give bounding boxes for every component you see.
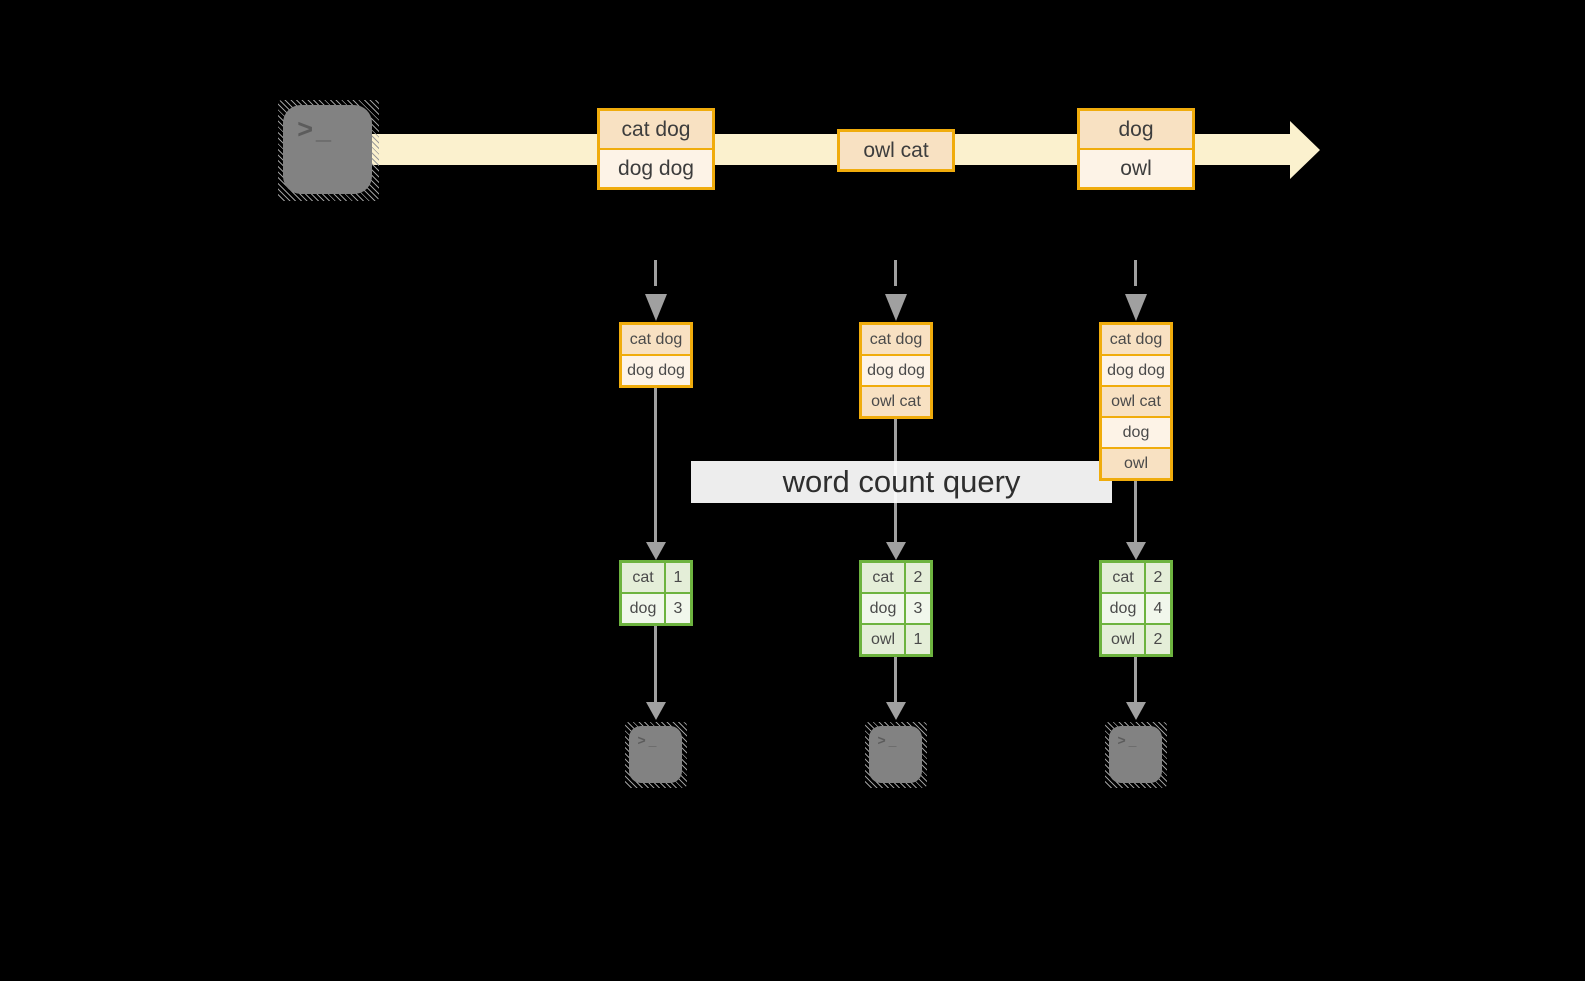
- count-value: 4: [1146, 594, 1170, 623]
- count-row: dog 3: [862, 594, 930, 623]
- count-word: dog: [862, 594, 904, 623]
- count-value: 1: [666, 563, 690, 592]
- buffer-row: dog dog: [862, 356, 930, 385]
- down-arrowhead-icon: [646, 542, 666, 560]
- count-word: owl: [862, 625, 904, 654]
- event-row: dog dog: [600, 150, 712, 187]
- down-arrowhead-icon: [645, 294, 667, 321]
- count-value: 1: [906, 625, 930, 654]
- event-buffer-1: cat dog dog dog: [619, 322, 693, 388]
- count-value: 2: [906, 563, 930, 592]
- prompt-cursor: _: [648, 731, 657, 748]
- buffer-row: cat dog: [622, 325, 690, 354]
- terminal-screen: >_: [283, 105, 372, 194]
- count-row: dog 4: [1102, 594, 1170, 623]
- down-arrowhead-icon: [886, 702, 906, 720]
- sink-terminal-icon-2: >_: [865, 722, 927, 788]
- word-count-query-label: word count query: [691, 461, 1112, 503]
- count-table-2: cat 2 dog 3 owl 1: [859, 560, 933, 657]
- terminal-screen: >_: [629, 726, 682, 783]
- event-row: owl: [1080, 150, 1192, 187]
- terminal-screen: >_: [1109, 726, 1162, 783]
- sink-terminal-icon-3: >_: [1105, 722, 1167, 788]
- buffer-row: dog dog: [622, 356, 690, 385]
- stream-event-box-1: cat dog dog dog: [597, 108, 715, 190]
- event-row: owl cat: [840, 132, 952, 169]
- count-value: 3: [666, 594, 690, 623]
- count-value: 3: [906, 594, 930, 623]
- count-word: dog: [1102, 594, 1144, 623]
- event-row: cat dog: [600, 111, 712, 148]
- count-row: dog 3: [622, 594, 690, 623]
- stream-event-box-2: owl cat: [837, 129, 955, 172]
- buffer-row: dog: [1102, 418, 1170, 447]
- down-arrowhead-icon: [1126, 702, 1146, 720]
- count-row: cat 2: [862, 563, 930, 592]
- arrow-line: [894, 657, 897, 702]
- count-word: cat: [862, 563, 904, 592]
- down-arrowhead-icon: [885, 294, 907, 321]
- buffer-row: owl: [1102, 449, 1170, 478]
- event-buffer-2: cat dog dog dog owl cat: [859, 322, 933, 419]
- count-word: cat: [622, 563, 664, 592]
- arrow-line: [1134, 657, 1137, 702]
- terminal-prompt-icon: >_: [1117, 732, 1136, 748]
- down-arrowhead-icon: [1125, 294, 1147, 321]
- terminal-prompt-icon: >_: [297, 114, 331, 145]
- down-arrowhead-icon: [886, 542, 906, 560]
- count-row: owl 1: [862, 625, 930, 654]
- prompt-cursor: _: [316, 113, 332, 144]
- event-row: dog: [1080, 111, 1192, 148]
- buffer-row: owl cat: [862, 387, 930, 416]
- count-word: owl: [1102, 625, 1144, 654]
- prompt-chevron: >: [297, 113, 314, 144]
- event-buffer-3: cat dog dog dog owl cat dog owl: [1099, 322, 1173, 481]
- arrow-line: [654, 388, 657, 542]
- count-value: 2: [1146, 563, 1170, 592]
- count-table-1: cat 1 dog 3: [619, 560, 693, 626]
- buffer-row: owl cat: [1102, 387, 1170, 416]
- buffer-row: cat dog: [862, 325, 930, 354]
- dashed-arrow-line: [654, 260, 657, 286]
- dashed-arrow-line: [894, 260, 897, 286]
- count-word: dog: [622, 594, 664, 623]
- arrow-line: [654, 626, 657, 702]
- source-terminal-icon: >_: [278, 100, 379, 201]
- count-row: cat 1: [622, 563, 690, 592]
- count-row: cat 2: [1102, 563, 1170, 592]
- terminal-prompt-icon: >_: [637, 732, 656, 748]
- buffer-row: dog dog: [1102, 356, 1170, 385]
- prompt-cursor: _: [888, 731, 897, 748]
- arrow-line: [1134, 480, 1137, 542]
- terminal-prompt-icon: >_: [877, 732, 896, 748]
- count-table-3: cat 2 dog 4 owl 2: [1099, 560, 1173, 657]
- prompt-chevron: >: [637, 731, 646, 748]
- count-value: 2: [1146, 625, 1170, 654]
- terminal-screen: >_: [869, 726, 922, 783]
- dashed-arrow-line: [1134, 260, 1137, 286]
- prompt-cursor: _: [1128, 731, 1137, 748]
- down-arrowhead-icon: [1126, 542, 1146, 560]
- count-word: cat: [1102, 563, 1144, 592]
- stream-event-box-3: dog owl: [1077, 108, 1195, 190]
- count-row: owl 2: [1102, 625, 1170, 654]
- down-arrowhead-icon: [646, 702, 666, 720]
- prompt-chevron: >: [1117, 731, 1126, 748]
- buffer-row: cat dog: [1102, 325, 1170, 354]
- prompt-chevron: >: [877, 731, 886, 748]
- sink-terminal-icon-1: >_: [625, 722, 687, 788]
- stream-arrowhead-icon: [1290, 121, 1320, 179]
